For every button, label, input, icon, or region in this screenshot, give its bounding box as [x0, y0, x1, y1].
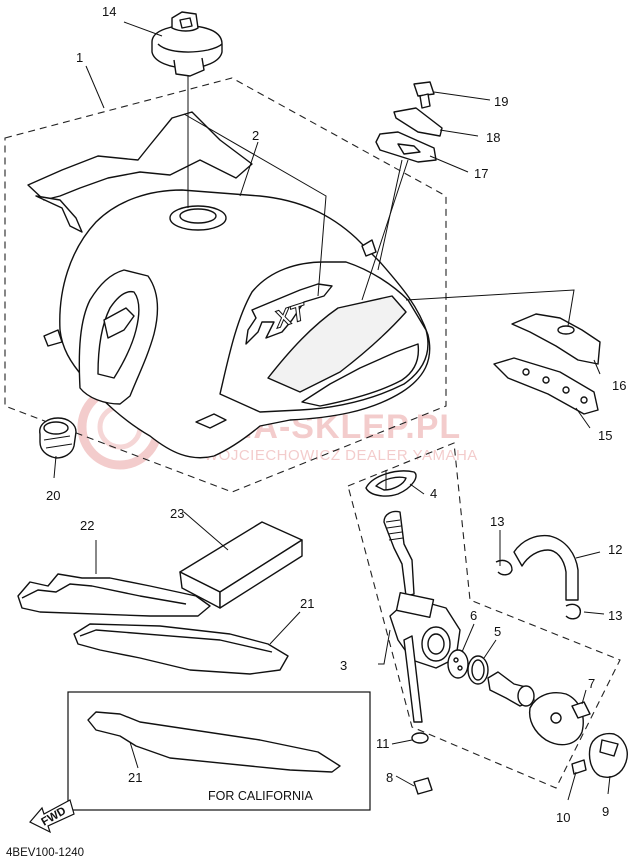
pad-22 [17, 573, 211, 617]
callout-17: 17 [474, 166, 488, 181]
callout-21-upper: 21 [300, 596, 314, 611]
tank-assembly-boundary [4, 77, 447, 493]
callout-7: 7 [588, 676, 595, 691]
callout-10: 10 [556, 810, 570, 825]
callout-8: 8 [386, 770, 393, 785]
callout-11: 11 [376, 736, 390, 751]
bolt-19 [413, 81, 435, 109]
callout-1: 1 [76, 50, 83, 65]
callout-13-upper: 13 [490, 514, 504, 529]
callout-22: 22 [80, 518, 94, 533]
callout-21-california: 21 [128, 770, 142, 785]
watermark-sub: WOJCIECHOWICZ DEALER YAMAHA [204, 447, 478, 464]
diagram-code: 4BEV100-1240 [6, 847, 84, 859]
plate-18 [393, 107, 443, 137]
pad-21-california [87, 711, 341, 773]
callout-23: 23 [170, 506, 184, 521]
callout-16: 16 [612, 378, 626, 393]
callouts: 14 1 2 19 18 17 16 15 20 4 22 23 21 13 1… [46, 4, 626, 825]
pad-21-upper [73, 623, 289, 675]
callout-12: 12 [608, 542, 622, 557]
callout-15: 15 [598, 428, 612, 443]
damper-17 [375, 131, 437, 163]
callout-19: 19 [494, 94, 508, 109]
fuel-hose-12 [513, 534, 579, 601]
callout-2: 2 [252, 128, 259, 143]
gasket-4 [365, 470, 417, 497]
callout-20: 20 [46, 488, 60, 503]
leader-lines [53, 21, 611, 801]
callout-5: 5 [494, 624, 501, 639]
callout-9: 9 [602, 804, 609, 819]
fuel-cap [151, 11, 223, 77]
clip-13-upper [495, 559, 513, 576]
fwd-arrow-icon: FWD [29, 799, 75, 834]
pad-23 [179, 521, 303, 609]
bracket-16 [511, 313, 601, 365]
callout-14: 14 [102, 4, 116, 19]
callout-18: 18 [486, 130, 500, 145]
california-note: FOR CALIFORNIA [208, 789, 314, 803]
callout-3: 3 [340, 658, 347, 673]
callout-13-lower: 13 [608, 608, 622, 623]
fuel-cock-assembly-boundary [347, 442, 621, 789]
callout-4: 4 [430, 486, 437, 501]
grommet [39, 417, 77, 459]
fuel-tank: XT [27, 111, 431, 459]
bracket-15 [493, 357, 599, 415]
clip-13-lower [565, 603, 581, 620]
fuel-cock [383, 510, 628, 795]
callout-6: 6 [470, 608, 477, 623]
